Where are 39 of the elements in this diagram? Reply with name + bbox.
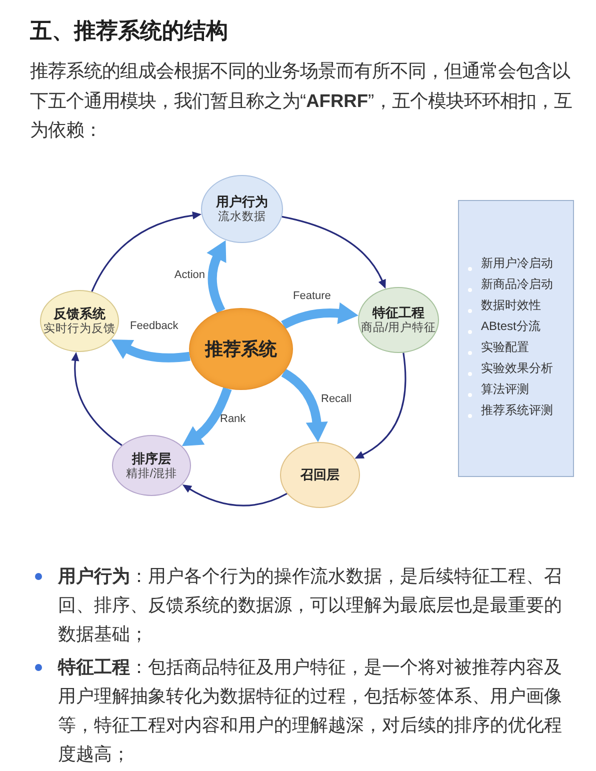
curved-arrow xyxy=(354,352,406,459)
edge-label: Feedback xyxy=(130,320,178,333)
bullet-text: 特征工程：包括商品特征及用户特征，是一个将对被推荐内容及用户理解抽象转化为数据特征的过程，包括标签体系、用户画像等，特征工程对内容和用户的理解越深，对后续的排序的优化程度越高； xyxy=(58,656,563,766)
list-item: 数据时效性 xyxy=(481,298,541,313)
node-title: 排序层 xyxy=(132,450,171,466)
curved-arrow xyxy=(182,484,288,506)
node-title: 推荐系统 xyxy=(205,338,277,360)
node-title: 召回层 xyxy=(300,467,340,483)
edge-label: Feature xyxy=(293,290,331,303)
list-item: 实验配置 xyxy=(481,340,529,355)
module-ellipse xyxy=(112,435,191,496)
bullet-text: 用户行为：用户各个行为的操作流水数据，是后续特征工程、召回、排序、反馈系统的数据源，可以理解为最底层也是最重要的数据基础； xyxy=(58,565,563,646)
list-item: 推荐系统评测 xyxy=(481,403,553,418)
thick-curved-arrow xyxy=(111,340,190,362)
node-subtitle: 流水数据 xyxy=(218,210,266,224)
list-item: 新用户冷启动 xyxy=(481,256,553,271)
thick-curved-arrow xyxy=(281,302,358,330)
thick-curved-arrow xyxy=(206,240,227,314)
info-panel xyxy=(458,200,574,477)
list-item: 算法评测 xyxy=(481,382,529,397)
edge-label: Rank xyxy=(220,413,246,426)
list-item: 实验效果分析 xyxy=(481,361,553,376)
node-subtitle: 精排/混排 xyxy=(126,466,178,480)
curved-arrow xyxy=(71,352,122,446)
node-subtitle: 商品/用户特征 xyxy=(360,321,436,335)
node-subtitle: 实时行为反馈 xyxy=(44,322,116,336)
edge-label: Recall xyxy=(321,393,352,406)
node-title: 特征工程 xyxy=(372,305,424,321)
list-item: ABtest分流 xyxy=(481,319,540,334)
list-item: 新商品冷启动 xyxy=(481,277,553,292)
edge-label: Action xyxy=(174,269,205,282)
node-title: 用户行为 xyxy=(216,194,268,210)
curved-arrow xyxy=(91,212,202,292)
thick-curved-arrow xyxy=(182,387,232,447)
heading: 五、推荐系统的结构 xyxy=(30,17,228,45)
curved-arrow xyxy=(282,216,386,289)
thick-curved-arrow xyxy=(281,368,328,442)
paragraph: 推荐系统的组成会根据不同的业务场景而有所不同，但通常会包含以下五个通用模块，我们暂且称之为“AFRRF”，五个模块环环相扣，互为依赖： xyxy=(30,59,574,142)
node-title: 反馈系统 xyxy=(54,306,106,322)
